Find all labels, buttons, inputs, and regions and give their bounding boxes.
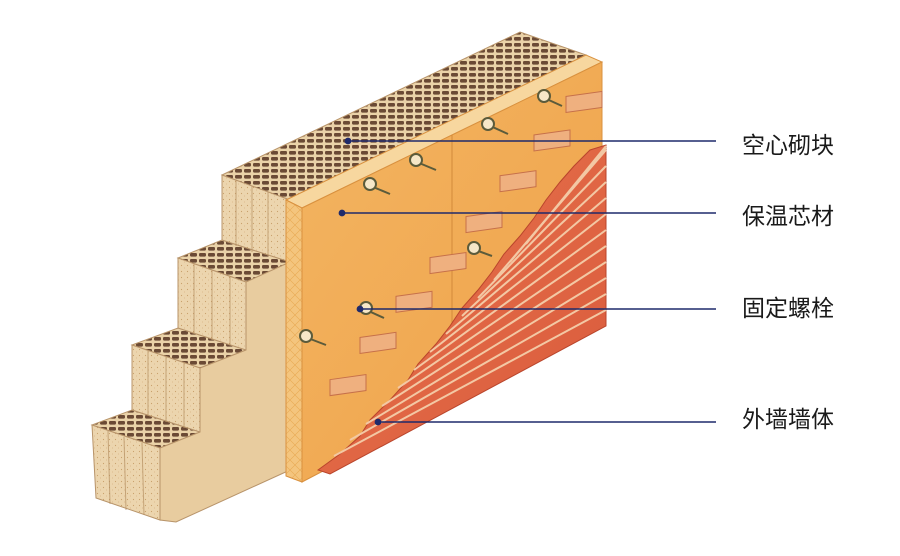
block-side-face xyxy=(159,261,291,523)
bolt xyxy=(537,89,563,107)
brick-ends xyxy=(329,90,603,397)
bolt xyxy=(363,177,391,195)
bolt xyxy=(467,241,493,257)
bolt xyxy=(299,329,327,346)
label-outer-wall: 外墙墙体 xyxy=(742,407,834,433)
brick-courses xyxy=(333,145,607,457)
bolt xyxy=(481,117,509,135)
insulation-layer xyxy=(284,54,604,483)
leader-lines xyxy=(338,137,716,426)
hollow-block-wall xyxy=(90,31,588,523)
label-insulation-core: 保温芯材 xyxy=(742,204,834,230)
bolt xyxy=(409,153,437,171)
insulation-side xyxy=(285,199,303,483)
label-anchor-bolt: 固定螺栓 xyxy=(742,296,834,322)
label-hollow-block: 空心砌块 xyxy=(742,133,834,159)
